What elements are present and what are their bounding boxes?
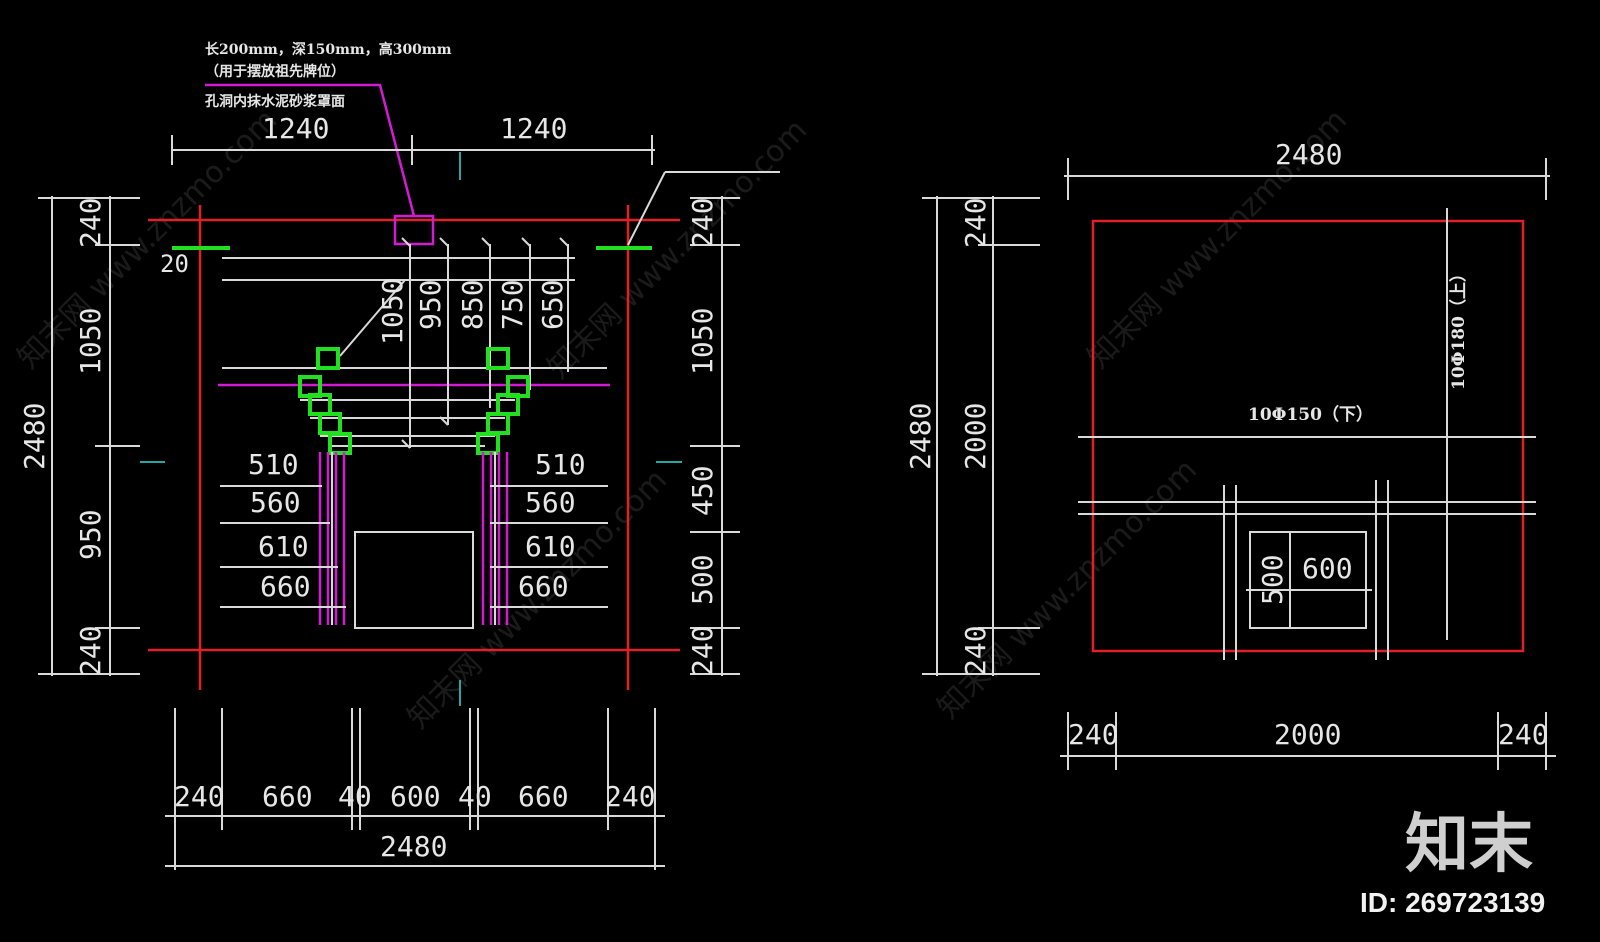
step-block [318, 412, 342, 435]
left-dim-label: 950 [74, 509, 107, 560]
bottom-dim-label: 660 [518, 780, 569, 813]
rebar-left [318, 452, 346, 625]
bottom-dim-label: 40 [338, 780, 372, 813]
left-elevation-view: 长200mm，深150mm，高300mm （用于摆放祖先牌位） 孔洞内抹水泥砂浆… [18, 41, 780, 870]
bottom-dim-label: 600 [390, 780, 441, 813]
note-line-3: 孔洞内抹水泥砂浆罩面 [205, 93, 345, 110]
bottom-dim-label: 2000 [1274, 718, 1341, 751]
right-dim-label: 500 [686, 554, 719, 605]
step-blocks-left [298, 347, 352, 455]
vertical-dim-label: 950 [414, 279, 447, 330]
opening-width-label: 600 [1302, 552, 1353, 585]
rebar-upper-label: 10Φ180（上） [1448, 265, 1469, 390]
step-dim-label-left: 560 [250, 486, 301, 519]
step-dim-label-right: 560 [525, 486, 576, 519]
logo-id: ID: 269723139 [1360, 887, 1545, 918]
logo-text: 知末 [1405, 808, 1533, 882]
right-dim-label: 240 [686, 625, 719, 676]
step-dim-label-left: 510 [248, 448, 299, 481]
step-block [476, 432, 500, 455]
dim-ext-left [38, 197, 140, 675]
top-overall-label: 2480 [1275, 138, 1342, 171]
bottom-dim-label: 660 [262, 780, 313, 813]
brand-logo: 知末 ID: 269723139 [1360, 808, 1545, 918]
vertical-dim-label: 750 [496, 279, 529, 330]
step-blocks-right [476, 347, 530, 455]
leader-right [627, 171, 666, 246]
opening-height-label: 500 [1256, 554, 1289, 605]
dim-ext-left [922, 197, 1040, 675]
right-dim-label: 450 [686, 465, 719, 516]
right-dim-label: 1050 [686, 308, 719, 375]
door-opening [354, 531, 474, 629]
step-dim-label-right: 610 [525, 530, 576, 563]
niche-leader [205, 83, 416, 217]
watermark-layer: 知末网 www.znzmo.com 知末网 www.znzmo.com 知末网 … [11, 103, 1354, 736]
rebar-right [481, 452, 509, 625]
left-dim-label: 240 [959, 625, 992, 676]
left-overall-label: 2480 [904, 403, 937, 470]
right-plan-view: 2480 2480 240 2000 240 10Φ150（下） 10Φ180（… [904, 138, 1556, 770]
step-dim-label-right: 510 [535, 448, 586, 481]
tick-row [401, 237, 569, 449]
right-dim-label: 240 [686, 197, 719, 248]
left-dim-label: 1050 [74, 308, 107, 375]
step-dim-label-right: 660 [518, 570, 569, 603]
dim-ext-right [690, 197, 740, 675]
small-dim-label: 20 [160, 250, 189, 278]
step-dim-label-left: 660 [260, 570, 311, 603]
left-overall-label: 2480 [18, 403, 51, 470]
left-dim-label: 240 [959, 197, 992, 248]
step-block [486, 412, 510, 435]
bottom-ext-lines [174, 708, 656, 870]
bottom-overall-label: 2480 [380, 830, 447, 863]
vertical-dim-label: 1050 [376, 278, 409, 345]
left-dim-label: 2000 [959, 403, 992, 470]
bottom-dim-label: 240 [174, 780, 225, 813]
step-block [486, 347, 510, 370]
bottom-ext [1067, 712, 1547, 770]
step-dim-label-left: 610 [258, 530, 309, 563]
rebar-lower-label: 10Φ150（下） [1248, 404, 1373, 425]
step-block [316, 347, 340, 370]
top-dim-label: 1240 [500, 112, 567, 145]
bottom-dim-label: 240 [1498, 718, 1549, 751]
watermark-text: 知末网 www.znzmo.com [541, 113, 814, 386]
top-dim-label: 1240 [262, 112, 329, 145]
leader-diag [339, 279, 406, 357]
opening-outer [1249, 531, 1367, 629]
bottom-dim-label: 40 [458, 780, 492, 813]
step-dim-lines [220, 485, 608, 608]
vertical-dim-label: 850 [456, 279, 489, 330]
watermark-text: 知末网 www.znzmo.com [931, 453, 1204, 726]
note-line-2: （用于摆放祖先牌位） [205, 63, 345, 80]
vertical-dim-label: 650 [536, 279, 569, 330]
left-dim-label: 240 [74, 625, 107, 676]
bottom-dim-label: 240 [1068, 718, 1119, 751]
step-block [328, 432, 352, 455]
bottom-dim-label: 240 [605, 780, 656, 813]
note-line-1: 长200mm，深150mm，高300mm [205, 41, 452, 58]
left-dim-label: 240 [74, 197, 107, 248]
